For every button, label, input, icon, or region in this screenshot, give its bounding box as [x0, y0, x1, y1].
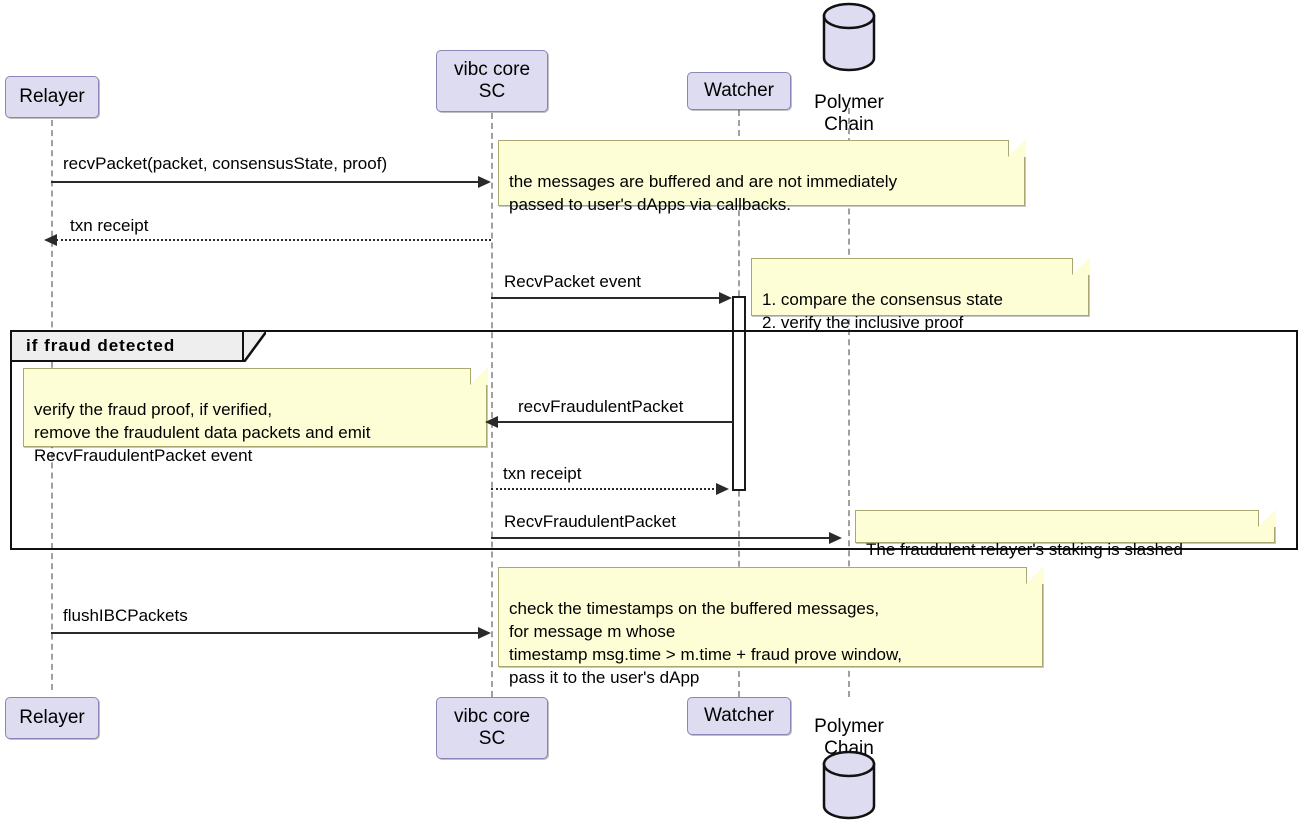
note-fold-icon	[1008, 139, 1026, 157]
fragment-if-fraud-detected	[10, 330, 1298, 550]
fragment-label-corner-icon	[242, 331, 268, 363]
note-text: check the timestamps on the buffered mes…	[509, 598, 903, 687]
message-text: RecvFraudulentPacket	[504, 512, 676, 531]
note-text: The fraudulent relayer's staking is slas…	[866, 539, 1183, 559]
note-staking-slashed: The fraudulent relayer's staking is slas…	[855, 509, 1276, 559]
arrow-head-recvfraudulentpacket	[485, 416, 498, 428]
participant-vibc-core-sc-top[interactable]: vibc core SC	[436, 50, 548, 112]
note-fold-icon	[470, 367, 488, 385]
participant-label: Watcher	[703, 705, 775, 727]
message-label-recvfraudulentpacket: recvFraudulentPacket	[518, 397, 683, 417]
note-check-timestamps: check the timestamps on the buffered mes…	[498, 566, 1044, 687]
note-fold-icon	[1026, 566, 1044, 584]
activation-bar-watcher	[732, 296, 746, 491]
arrow-head-recvpacket	[478, 176, 491, 188]
message-arrow-txn-receipt-1	[56, 239, 491, 241]
lifeline-vibc-core-sc	[491, 113, 493, 697]
note-text: the messages are buffered and are not im…	[509, 171, 898, 214]
arrow-head-flushibcpackets	[478, 627, 491, 639]
message-text: flushIBCPackets	[63, 606, 188, 625]
arrow-head-txn-receipt-1	[44, 234, 57, 246]
note-text: 1. compare the consensus state 2. verify…	[762, 289, 1003, 332]
message-arrow-recvfraudulentpacket-chain	[491, 537, 831, 539]
message-text: recvPacket(packet, consensusState, proof…	[63, 154, 388, 173]
lifeline-polymer-chain	[848, 108, 850, 697]
participant-label: vibc core SC	[453, 706, 531, 749]
message-arrow-recvfraudulentpacket	[496, 421, 733, 423]
note-buffered-messages: the messages are buffered and are not im…	[498, 139, 1026, 214]
message-arrow-recvpacket-event	[491, 297, 721, 299]
arrow-head-recvfraudulentpacket-chain	[829, 532, 842, 544]
message-text: recvFraudulentPacket	[518, 397, 684, 416]
note-watcher-checks: 1. compare the consensus state 2. verify…	[751, 257, 1090, 332]
fragment-text: if fraud detected	[26, 336, 176, 355]
note-text: verify the fraud proof, if verified, rem…	[34, 399, 371, 465]
message-label-flushibcpackets: flushIBCPackets	[63, 606, 188, 626]
message-label-recvfraudulentpacket-chain: RecvFraudulentPacket	[504, 512, 676, 532]
note-fold-icon	[1072, 257, 1090, 275]
arrow-head-txn-receipt-2	[716, 483, 729, 495]
participant-label: Watcher	[703, 80, 775, 102]
note-verify-fraud-proof: verify the fraud proof, if verified, rem…	[23, 367, 488, 465]
participant-watcher-top[interactable]: Watcher	[687, 72, 791, 110]
message-text: txn receipt	[70, 216, 149, 235]
participant-relayer-top[interactable]: Relayer	[5, 76, 99, 118]
database-icon[interactable]	[820, 2, 878, 72]
participant-label: Relayer	[19, 707, 85, 729]
participant-vibc-core-sc-bottom[interactable]: vibc core SC	[436, 697, 548, 759]
participant-label: Relayer	[19, 86, 85, 108]
message-arrow-txn-receipt-2	[491, 488, 718, 490]
arrow-head-recvpacket-event	[719, 292, 732, 304]
database-icon[interactable]	[820, 750, 878, 820]
participant-label: vibc core SC	[453, 59, 531, 102]
note-fold-icon	[1258, 509, 1276, 527]
message-label-recvpacket-event: RecvPacket event	[504, 272, 641, 292]
message-arrow-recvpacket	[51, 181, 488, 183]
message-label-txn-receipt-2: txn receipt	[503, 464, 581, 484]
participant-label: Polymer Chain	[814, 91, 884, 135]
message-arrow-flushibcpackets	[51, 632, 488, 634]
message-text: txn receipt	[503, 464, 582, 483]
fragment-label-if-fraud-detected: if fraud detected	[12, 332, 244, 362]
participant-relayer-bottom[interactable]: Relayer	[5, 697, 99, 739]
participant-polymer-chain-top-label: Polymer Chain	[790, 70, 908, 136]
message-label-recvpacket: recvPacket(packet, consensusState, proof…	[63, 154, 387, 174]
participant-watcher-bottom[interactable]: Watcher	[687, 697, 791, 735]
message-label-txn-receipt-1: txn receipt	[70, 216, 148, 236]
message-text: RecvPacket event	[504, 272, 642, 291]
